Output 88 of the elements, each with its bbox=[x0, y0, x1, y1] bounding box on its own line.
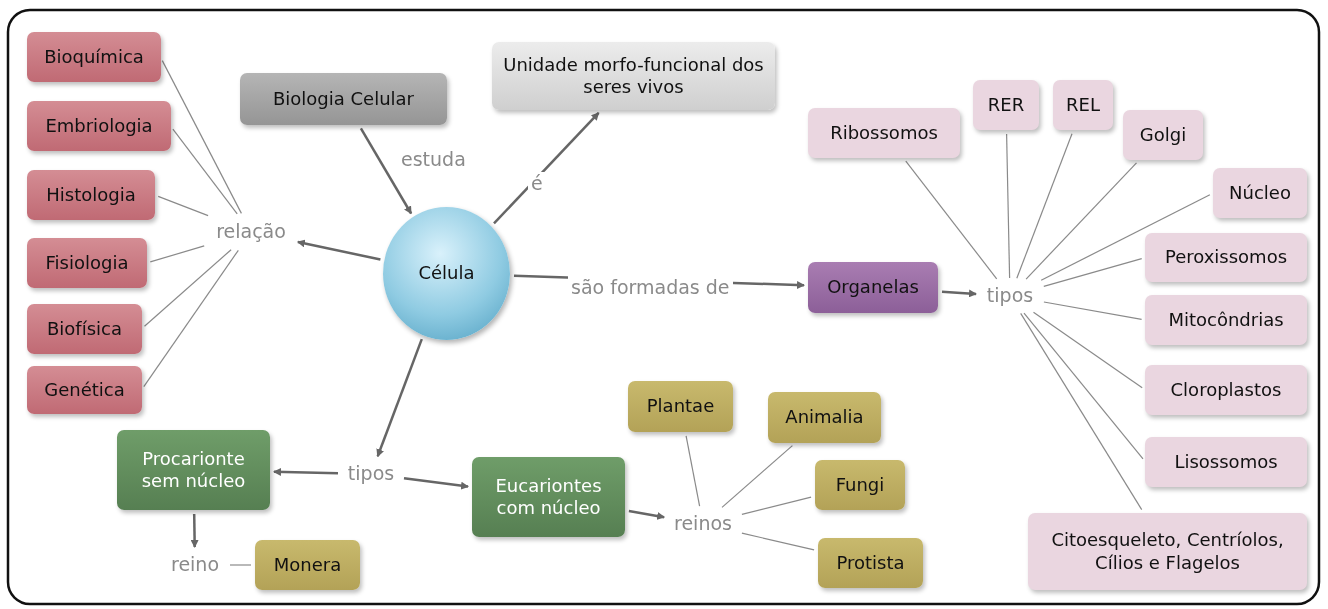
concept-box bbox=[27, 366, 142, 414]
concept-label: Mitocôndrias bbox=[1168, 308, 1284, 332]
connector-line bbox=[1006, 133, 1011, 279]
arrow bbox=[628, 509, 666, 520]
connector-line bbox=[143, 249, 239, 388]
connector-line bbox=[1040, 194, 1211, 281]
concept-label: Golgi bbox=[1139, 123, 1187, 147]
arrow bbox=[493, 112, 600, 225]
concept-label: Monera bbox=[273, 553, 342, 577]
concept-label: Bioquímica bbox=[44, 45, 144, 69]
connector-word: tipos bbox=[342, 460, 400, 488]
concept-box bbox=[1053, 80, 1113, 130]
concept-label: Fisiologia bbox=[45, 251, 129, 275]
connector-line bbox=[1032, 311, 1143, 389]
concept-label: Organelas bbox=[827, 276, 919, 299]
arrow bbox=[941, 289, 977, 298]
connector-line bbox=[685, 435, 701, 507]
connector-line bbox=[172, 128, 238, 215]
concept-box bbox=[1145, 365, 1307, 415]
connector-word: reino bbox=[164, 551, 226, 579]
concept-label: Cloroplastos bbox=[1170, 378, 1282, 402]
concept-box bbox=[1145, 295, 1307, 345]
concept-label: Peroxissomos bbox=[1164, 246, 1288, 269]
connector-line bbox=[157, 195, 209, 217]
connector-line bbox=[1025, 162, 1138, 280]
concept-box bbox=[808, 108, 960, 158]
connector-line bbox=[143, 249, 232, 327]
connector-word: relação bbox=[208, 217, 294, 247]
connector-line bbox=[1043, 258, 1143, 287]
connector-line bbox=[1043, 301, 1143, 320]
arrow bbox=[190, 514, 199, 548]
concept-label: Procarionte sem núcleo bbox=[140, 447, 247, 493]
arrow bbox=[296, 239, 381, 261]
concept-box bbox=[492, 42, 775, 110]
arrow bbox=[376, 338, 423, 458]
concept-label: Protista bbox=[836, 551, 905, 575]
concept-box bbox=[27, 170, 155, 220]
concept-label: Fungi bbox=[835, 473, 885, 497]
concept-box bbox=[628, 381, 733, 432]
concept-box bbox=[27, 101, 171, 151]
connector-line bbox=[1020, 312, 1143, 511]
connector-word: tipos bbox=[980, 282, 1040, 310]
connector-line bbox=[721, 445, 793, 508]
concept-label: Plantae bbox=[646, 395, 715, 418]
concept-label: REL bbox=[1066, 93, 1100, 117]
concept-box bbox=[1145, 437, 1307, 487]
concept-label: Biofísica bbox=[47, 317, 122, 341]
concept-box bbox=[472, 457, 625, 537]
concept-label: Célula bbox=[418, 262, 475, 285]
connector-line bbox=[1016, 133, 1073, 279]
concept-box bbox=[768, 392, 881, 443]
concept-label: Citoesqueleto, Centríolos, Cílios e Flagelos bbox=[1050, 529, 1285, 574]
connector-line bbox=[1023, 312, 1144, 460]
concept-box bbox=[973, 80, 1039, 130]
connector-line bbox=[741, 532, 815, 551]
concept-label: Lisossomos bbox=[1174, 450, 1278, 474]
concept-label: Genética bbox=[44, 378, 125, 402]
concept-label: Histologia bbox=[46, 183, 136, 207]
connector-line bbox=[161, 60, 242, 214]
connector-line bbox=[741, 496, 812, 515]
concept-label: Animalia bbox=[785, 406, 864, 429]
concept-box bbox=[1028, 513, 1307, 590]
connector-word: reinos bbox=[668, 510, 738, 538]
arrow bbox=[273, 467, 339, 476]
concept-label: Eucariontes com núcleo bbox=[494, 474, 603, 520]
concept-label: Núcleo bbox=[1229, 181, 1291, 205]
concept-box bbox=[240, 73, 447, 125]
connector-line bbox=[149, 245, 205, 263]
concept-box bbox=[117, 430, 270, 510]
concept-box bbox=[255, 540, 360, 590]
connector-line bbox=[905, 160, 998, 280]
concept-box bbox=[27, 238, 147, 288]
arrow bbox=[403, 477, 469, 490]
concept-label: Biologia Celular bbox=[272, 87, 414, 111]
concept-box bbox=[818, 538, 923, 588]
concept-box bbox=[808, 262, 938, 313]
concept-box bbox=[815, 460, 905, 510]
concept-label: RER bbox=[987, 93, 1025, 117]
concept-label: Unidade morfo-funcional dos seres vivos bbox=[502, 53, 765, 99]
concept-box bbox=[1123, 110, 1203, 160]
arrow bbox=[359, 127, 413, 215]
concept-label: Embriologia bbox=[45, 114, 153, 138]
concept-box bbox=[27, 32, 161, 82]
concept-box bbox=[1213, 168, 1307, 218]
concept-box bbox=[27, 304, 142, 354]
concept-label: Ribossomos bbox=[830, 121, 938, 145]
concept-box bbox=[1145, 233, 1307, 282]
connector-line bbox=[229, 564, 252, 566]
